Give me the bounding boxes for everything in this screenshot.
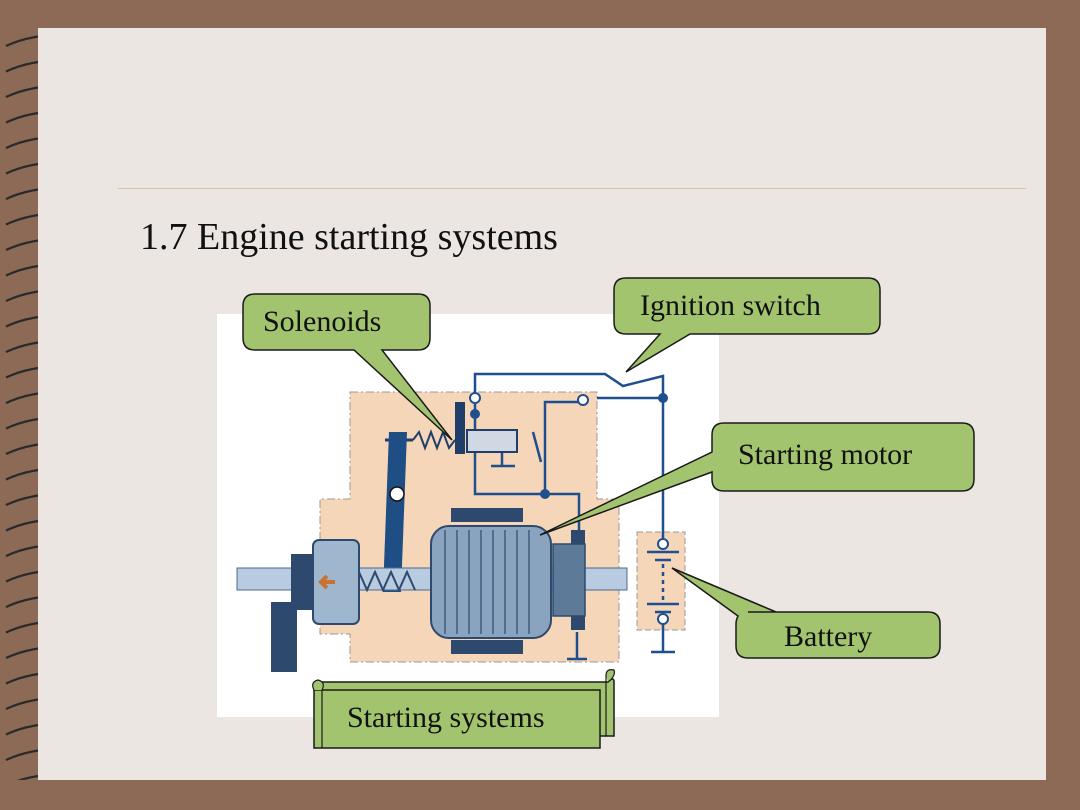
field-pole-top — [451, 508, 523, 522]
starting-motor-callout-shape — [539, 422, 975, 536]
overrunning-clutch — [312, 539, 360, 625]
ignition-switch-label: Ignition switch — [640, 289, 821, 322]
solenoid-spring — [412, 429, 456, 451]
motor-housing — [430, 525, 552, 639]
motor-ribs — [444, 530, 530, 634]
solenoid-coil — [466, 429, 518, 453]
caption-scroll-shape — [312, 669, 615, 749]
solenoids-callout-shape — [242, 293, 453, 441]
field-pole-bottom — [451, 640, 523, 654]
solenoids-label: Solenoids — [263, 305, 382, 338]
battery-callout-shape — [671, 567, 941, 659]
slide-title: 1.7 Engine starting systems — [140, 216, 558, 258]
starting-system-diagram — [217, 314, 719, 717]
pinion-gear — [291, 554, 313, 610]
starter-illustration — [236, 372, 686, 672]
commutator — [552, 543, 586, 617]
flywheel-ring-gear — [271, 602, 297, 672]
solenoid-body — [455, 402, 465, 454]
ignition-switch-callout-shape — [613, 277, 881, 373]
brush — [571, 530, 585, 544]
battery-label: Battery — [784, 620, 873, 653]
brush — [571, 616, 585, 630]
shift-lever — [383, 432, 407, 592]
battery-cells — [647, 550, 679, 614]
title-divider — [118, 188, 1026, 189]
helical-spline — [358, 569, 416, 593]
caption-label: Starting systems — [347, 701, 545, 734]
starting-motor-label: Starting motor — [738, 438, 913, 471]
